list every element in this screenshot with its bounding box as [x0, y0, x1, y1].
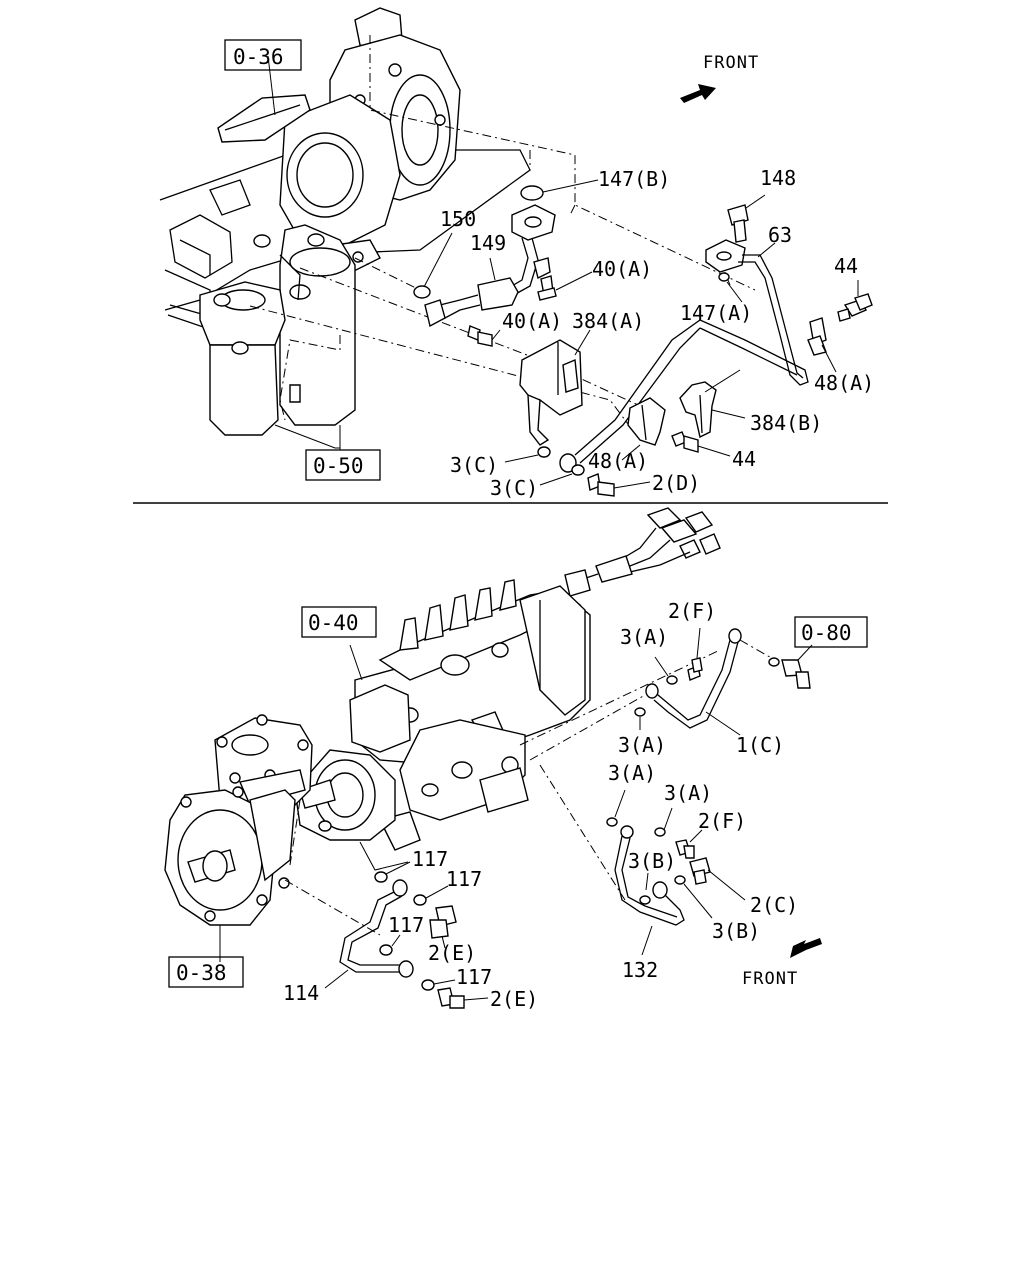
washer-3a-mid-right — [654, 827, 666, 837]
ref-box-0-80-label: 0-80 — [801, 621, 852, 645]
ref-box-0-50-label: 0-50 — [313, 454, 364, 478]
bottom-section: 0-40 0-80 0-38 FRONT 2(F) 3(A) 3(A) 1(C)… — [164, 507, 868, 1011]
label-48a-lower: 48(A) — [588, 449, 648, 473]
bolt-2c — [689, 857, 711, 885]
gasket-147b — [520, 185, 544, 201]
ref-box-0-40-label: 0-40 — [308, 611, 359, 635]
label-3a-mid-right: 3(A) — [664, 781, 712, 805]
label-117-b: 117 — [446, 867, 482, 891]
label-2d: 2(D) — [652, 471, 700, 495]
o-ring-147a — [718, 272, 730, 282]
label-3a-left: 3(A) — [618, 733, 666, 757]
label-48a-right: 48(A) — [814, 371, 874, 395]
label-3b-left: 3(B) — [628, 849, 676, 873]
ref-box-0-36-label: 0-36 — [233, 45, 284, 69]
label-40a-lower: 40(A) — [502, 309, 562, 333]
bolt-40a-lower — [467, 325, 493, 347]
bracket-384a — [519, 339, 583, 446]
bolt-0-80 — [781, 659, 811, 689]
label-3a-upper: 3(A) — [620, 625, 668, 649]
label-384a: 384(A) — [572, 309, 644, 333]
pipe-114 — [339, 879, 414, 978]
ref-box-0-38[interactable] — [168, 956, 244, 988]
label-132: 132 — [622, 958, 658, 982]
front-arrow-top-icon — [680, 84, 716, 103]
bolt-44-lower — [671, 431, 699, 453]
label-3a-mid-left: 3(A) — [608, 761, 656, 785]
label-117-d: 117 — [456, 965, 492, 989]
front-label-bottom: FRONT — [742, 969, 798, 989]
ref-box-0-80[interactable] — [794, 616, 868, 648]
engine-block-top — [159, 149, 531, 331]
front-label-top: FRONT — [703, 53, 759, 73]
injection-pump — [349, 579, 591, 851]
washer-117-c — [379, 944, 393, 956]
label-384b: 384(B) — [750, 411, 822, 435]
label-148: 148 — [760, 166, 796, 190]
turbocharger — [217, 7, 461, 273]
bolt-44-right — [837, 293, 873, 322]
pipe-132 — [614, 825, 685, 926]
front-arrow-bottom-icon — [790, 938, 822, 958]
bolt-40a-upper — [537, 275, 557, 301]
bolt-2f-upper — [687, 657, 703, 681]
label-44-lower: 44 — [732, 447, 756, 471]
washer-117-d — [421, 979, 435, 991]
ref-box-0-50[interactable] — [305, 449, 381, 481]
washer-3a-mid-left — [606, 817, 618, 827]
washer-3c-upper — [537, 446, 551, 458]
washer-3a-left — [634, 707, 646, 717]
label-117-c: 117 — [388, 913, 424, 937]
washer-3a-upper — [666, 675, 678, 685]
label-2e-lower: 2(E) — [490, 987, 538, 1011]
label-117-a: 117 — [412, 847, 448, 871]
ref-box-0-40[interactable] — [301, 606, 377, 638]
label-2f-upper: 2(F) — [668, 599, 716, 623]
label-2e-upper: 2(E) — [428, 941, 476, 965]
gear-housing — [164, 786, 296, 926]
bolt-2e-lower — [437, 987, 465, 1009]
washer-117-b — [413, 894, 427, 906]
label-3c-upper: 3(C) — [450, 453, 498, 477]
label-63: 63 — [768, 223, 792, 247]
label-114: 114 — [283, 981, 319, 1005]
label-147b: 147(B) — [598, 167, 670, 191]
pipe-149 — [424, 204, 556, 328]
label-2c: 2(C) — [750, 893, 798, 917]
bolt-148 — [727, 204, 749, 243]
bolt-2f-lower — [675, 839, 695, 859]
label-40a-upper: 40(A) — [592, 257, 652, 281]
label-3b-right: 3(B) — [712, 919, 760, 943]
ref-box-0-36[interactable] — [224, 39, 302, 71]
label-149: 149 — [470, 231, 506, 255]
label-150: 150 — [440, 207, 476, 231]
pipe-63 — [559, 239, 809, 473]
label-44-right: 44 — [834, 254, 858, 278]
top-section: 0-36 0-50 FRONT 147(B) 148 63 44 150 149… — [159, 7, 874, 500]
clip-48a-right — [807, 317, 827, 356]
clamp-384b — [679, 381, 717, 439]
washer-3b-right — [674, 875, 686, 885]
ref-box-0-38-label: 0-38 — [176, 961, 227, 985]
bolt-2e-upper — [429, 905, 457, 939]
washer-0-80 — [768, 657, 780, 667]
label-1c: 1(C) — [736, 733, 784, 757]
clip-48a-lower — [627, 397, 666, 446]
pipe-1c — [645, 628, 742, 729]
washer-3c-lower — [571, 464, 585, 476]
bolt-2d — [587, 473, 615, 497]
wire-harness — [564, 507, 721, 597]
label-3c-lower: 3(C) — [490, 476, 538, 500]
label-2f-lower: 2(F) — [698, 809, 746, 833]
gasket-150 — [413, 285, 431, 299]
oil-filter-assembly — [199, 224, 356, 436]
coupling-housing — [294, 749, 396, 841]
washer-117-a — [374, 871, 388, 883]
label-147a: 147(A) — [680, 301, 752, 325]
